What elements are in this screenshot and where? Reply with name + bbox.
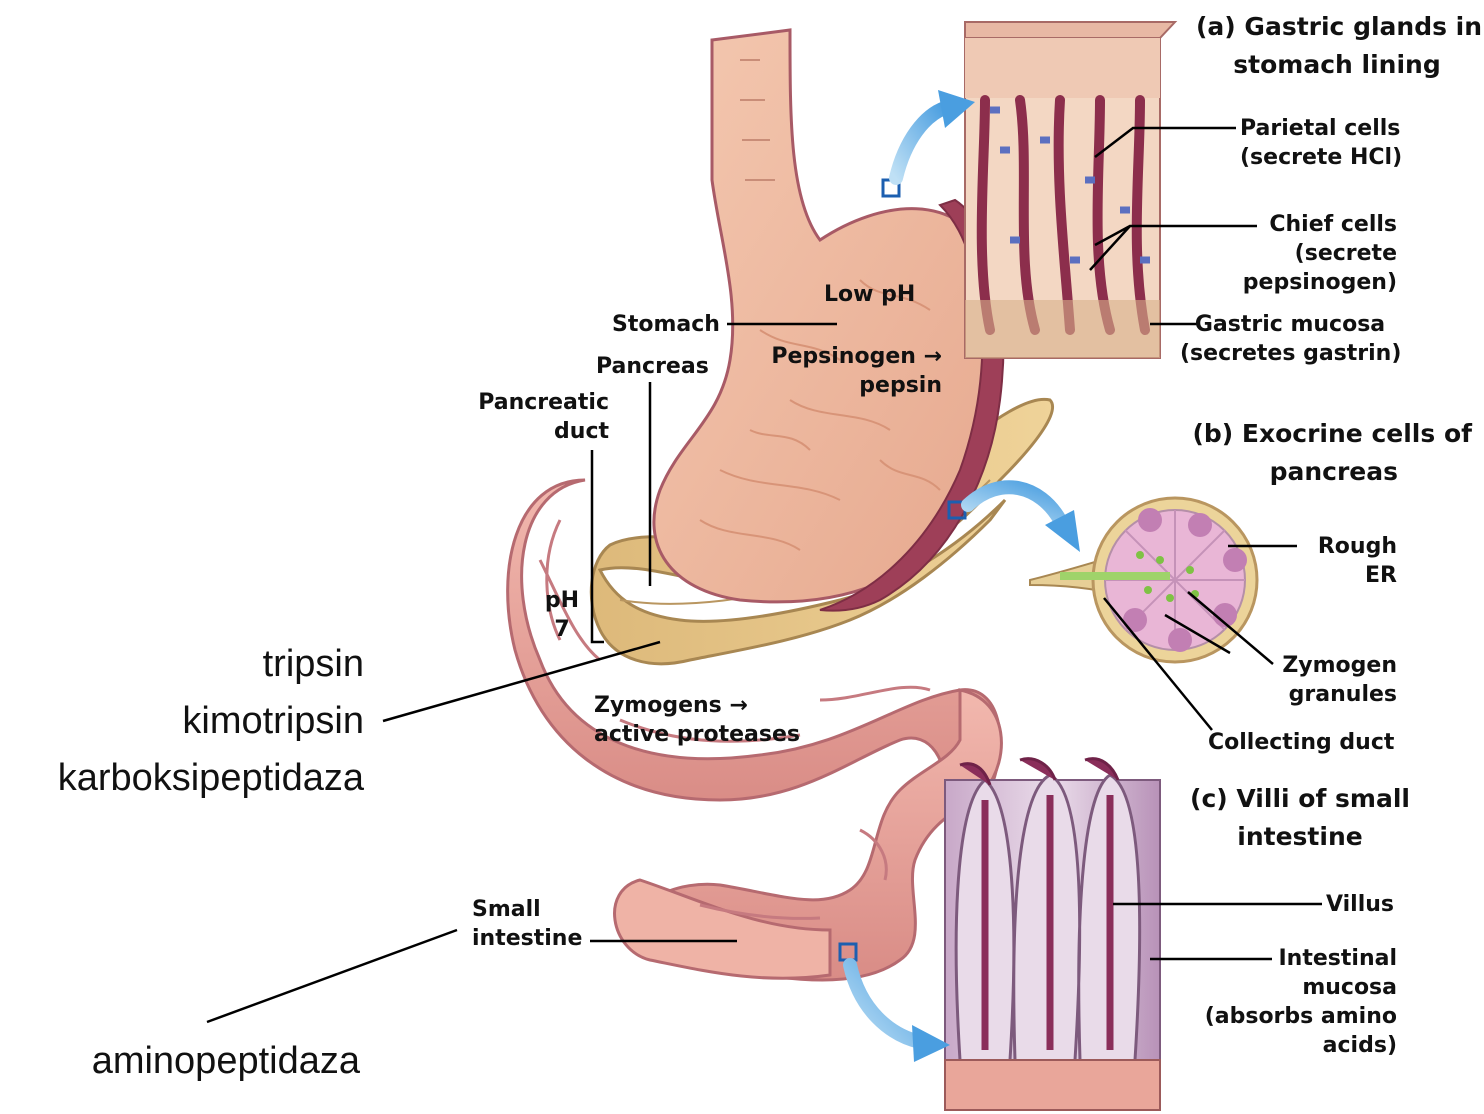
panel-c-title: (c) Villi of small intestine	[1188, 780, 1412, 856]
annotation-line: karboksipeptidaza	[0, 750, 364, 807]
label-zymogens: Zymogens → active proteases	[594, 691, 800, 749]
label-zymogen-granules: Zymogen granules	[1260, 651, 1397, 709]
gastric-glands-block	[965, 22, 1175, 358]
label-parietal-cells: Parietal cells (secrete HCl)	[1240, 114, 1402, 172]
label-line: (secrete	[1200, 239, 1397, 268]
label-line: intestine	[472, 924, 582, 953]
label-line: ER	[1300, 561, 1397, 590]
leader-aminopeptidase	[207, 930, 457, 1022]
label-ph-7: pH 7	[540, 586, 584, 644]
label-line: Small	[472, 895, 582, 924]
label-chief-cells: Chief cells (secrete pepsinogen)	[1200, 210, 1397, 297]
label-line: 7	[540, 615, 584, 644]
villi-block	[945, 759, 1160, 1110]
label-collecting-duct: Collecting duct	[1208, 728, 1394, 757]
label-gastric-mucosa: Gastric mucosa (secretes gastrin)	[1180, 310, 1400, 368]
annotation-aminopeptidase: aminopeptidaza	[0, 1033, 360, 1090]
annotation-line: tripsin	[0, 636, 364, 693]
annotation-line: kimotripsin	[0, 693, 364, 750]
label-line: Gastric mucosa	[1180, 310, 1400, 339]
label-line: granules	[1260, 680, 1397, 709]
panel-c-title-line: (c) Villi of small	[1188, 780, 1412, 818]
panel-a-title-line: (a) Gastric glands in	[1196, 8, 1478, 46]
label-line: pepsinogen)	[1200, 268, 1397, 297]
panel-b-title: (b) Exocrine cells of pancreas	[1180, 415, 1472, 491]
label-line: Pepsinogen →	[745, 342, 942, 371]
label-line: active proteases	[594, 720, 800, 749]
label-pepsinogen: Pepsinogen → pepsin	[745, 342, 942, 400]
label-line: (absorbs amino	[1190, 1002, 1397, 1031]
label-small-intestine: Small intestine	[472, 895, 582, 953]
label-line: duct	[468, 417, 609, 446]
label-stomach: Stomach	[612, 310, 720, 339]
label-line: pH	[540, 586, 584, 615]
label-villus: Villus	[1326, 890, 1394, 919]
panel-b-title-line: pancreas	[1180, 453, 1398, 491]
annotation-proteases: tripsin kimotripsin karboksipeptidaza	[0, 636, 364, 807]
panel-a-title: (a) Gastric glands in stomach lining	[1196, 8, 1478, 84]
label-pancreatic-duct: Pancreatic duct	[468, 388, 609, 446]
panel-b-title-line: (b) Exocrine cells of	[1180, 415, 1472, 453]
label-intestinal-mucosa: Intestinal mucosa (absorbs amino acids)	[1190, 944, 1397, 1060]
panel-c-title-line: intestine	[1188, 818, 1412, 856]
label-line: (secretes gastrin)	[1180, 339, 1400, 368]
panel-a-title-line: stomach lining	[1196, 46, 1478, 84]
label-line: Chief cells	[1200, 210, 1397, 239]
label-line: Intestinal	[1190, 944, 1397, 973]
label-line: Parietal cells	[1240, 114, 1402, 143]
label-pancreas: Pancreas	[596, 352, 709, 381]
label-line: Zymogens →	[594, 691, 800, 720]
label-line: pepsin	[745, 371, 942, 400]
label-line: Zymogen	[1260, 651, 1397, 680]
label-rough-er: Rough ER	[1300, 532, 1397, 590]
label-low-ph: Low pH	[824, 280, 915, 309]
label-line: mucosa	[1190, 973, 1397, 1002]
label-line: acids)	[1190, 1031, 1397, 1060]
label-line: Rough	[1300, 532, 1397, 561]
label-line: Pancreatic	[468, 388, 609, 417]
label-line: (secrete HCl)	[1240, 143, 1402, 172]
